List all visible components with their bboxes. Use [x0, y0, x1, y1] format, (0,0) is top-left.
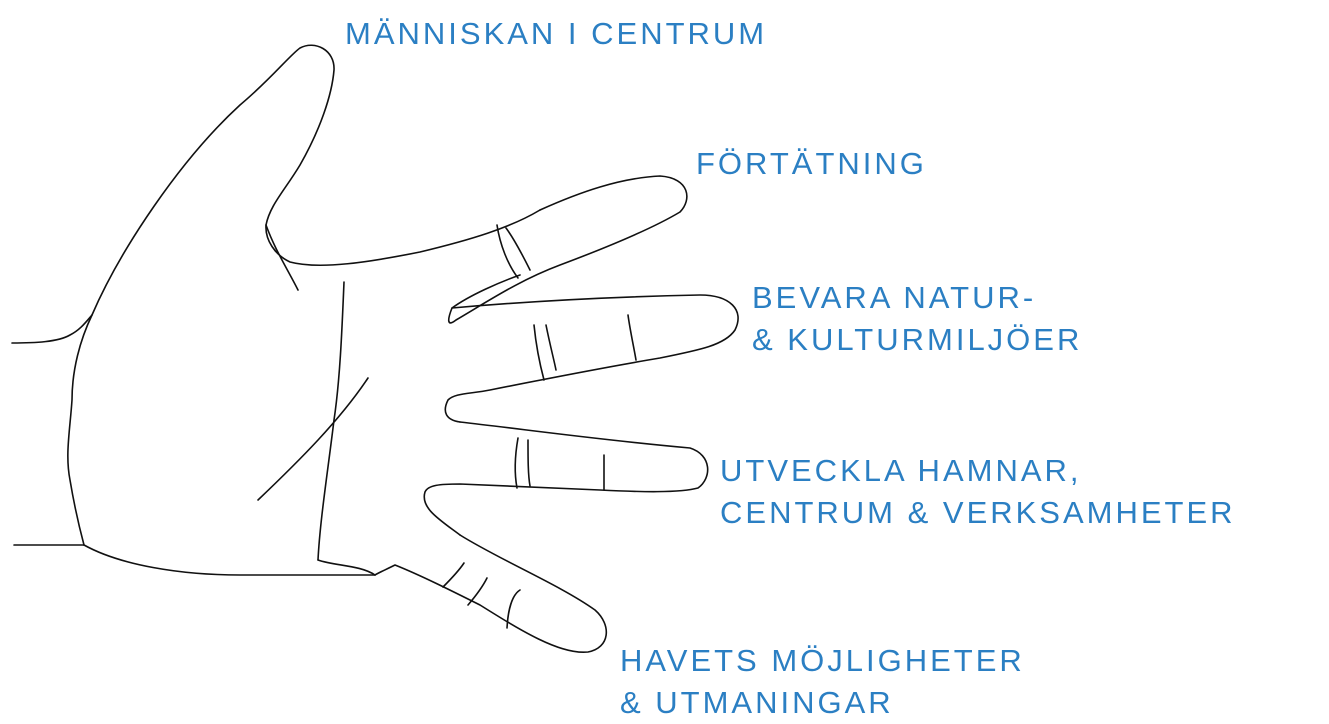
ring-finger-outline: [424, 422, 707, 535]
label-line: HAVETS MÖJLIGHETER: [620, 640, 1025, 682]
middle-knuckle-3: [628, 315, 636, 360]
wrist-upper-line: [12, 315, 92, 343]
label-line: & KULTURMILJÖER: [752, 319, 1082, 361]
label-line: UTVECKLA HAMNAR,: [720, 450, 1236, 492]
palm-crease-1: [68, 315, 92, 545]
palm-crease-3: [318, 282, 344, 560]
palm-crease-4: [258, 378, 368, 500]
label-fortatning: FÖRTÄTNING: [696, 143, 927, 185]
label-line: BEVARA NATUR-: [752, 277, 1082, 319]
ring-knuckle-2: [528, 440, 530, 486]
pinky-knuckle-1: [443, 563, 464, 587]
label-line: FÖRTÄTNING: [696, 143, 927, 185]
label-bevara-natur-kulturmiljoer: BEVARA NATUR- & KULTURMILJÖER: [752, 277, 1082, 361]
ring-knuckle-1: [515, 438, 518, 488]
palm-crease-5: [318, 560, 375, 575]
label-havets-mojligheter: HAVETS MÖJLIGHETER & UTMANINGAR: [620, 640, 1025, 724]
index-knuckle-1: [497, 225, 518, 278]
label-manniskan-i-centrum: MÄNNISKAN I CENTRUM: [345, 13, 767, 55]
label-line: & UTMANINGAR: [620, 682, 1025, 724]
index-finger-outline: [449, 176, 687, 323]
middle-knuckle-2: [546, 325, 556, 370]
thumb-outline: [92, 45, 540, 315]
pinky-knuckle-2: [468, 578, 487, 605]
middle-finger-outline: [445, 295, 738, 422]
label-line: MÄNNISKAN I CENTRUM: [345, 13, 767, 55]
palm-bottom-outline: [84, 545, 375, 575]
middle-knuckle-1: [534, 325, 544, 380]
label-line: CENTRUM & VERKSAMHETER: [720, 492, 1236, 534]
pinky-finger-outline: [375, 535, 606, 652]
label-utveckla-hamnar: UTVECKLA HAMNAR, CENTRUM & VERKSAMHETER: [720, 450, 1236, 534]
